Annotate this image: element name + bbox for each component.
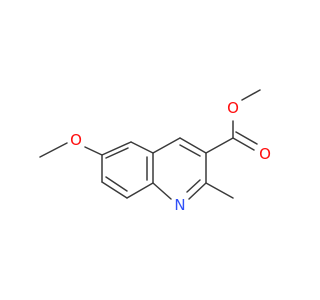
bond-c5-c6-inner <box>105 147 129 159</box>
bond-carbonyl-double-2 <box>235 131 258 145</box>
bond-c2-n1 <box>188 182 207 200</box>
bonds <box>39 89 261 200</box>
bond-n1-c8a <box>152 182 172 200</box>
bond-carbonyl-double-1 <box>232 137 255 151</box>
bond-c4-c3 <box>179 137 207 154</box>
bond-c4a-c4 <box>152 137 181 154</box>
methoxy-oxygen-label: O <box>70 131 82 149</box>
bond-c2-methyl <box>205 182 234 199</box>
bond-c2-n1-inner <box>186 179 201 193</box>
chemical-structure: N O O O <box>39 89 271 214</box>
bond-ester-o-methyl <box>241 89 261 101</box>
bond-c3-carbonyl <box>205 137 234 154</box>
carbonyl-oxygen-label: O <box>259 145 271 163</box>
atom-labels: N O O O <box>70 99 271 214</box>
ring-nitrogen-label: N <box>174 196 185 214</box>
bond-c7-c8-inner <box>105 176 128 192</box>
ester-oxygen-label: O <box>227 99 239 117</box>
bond-c5-c6 <box>101 141 132 156</box>
bond-c4-c3-inner <box>179 144 201 157</box>
bond-c4a-c5 <box>130 141 154 154</box>
bond-o-methyl <box>39 142 68 158</box>
bond-c7-c8 <box>101 181 128 199</box>
bond-c8-c8a <box>126 182 154 199</box>
bond-c6-o <box>84 146 103 156</box>
